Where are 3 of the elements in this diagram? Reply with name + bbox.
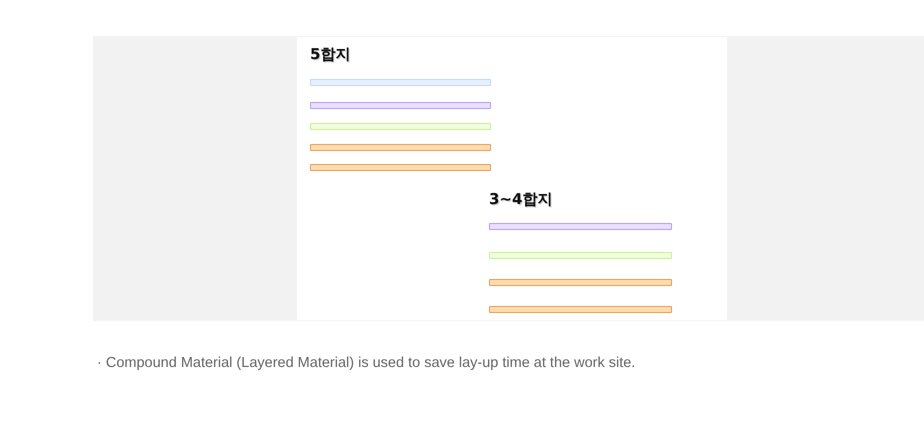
- caption-text: · Compound Material (Layered Material) is used to save lay-up time at the work site.: [97, 354, 636, 372]
- stack-heading: 3~4합지: [489, 190, 552, 208]
- stack-heading: 5합지: [310, 45, 350, 63]
